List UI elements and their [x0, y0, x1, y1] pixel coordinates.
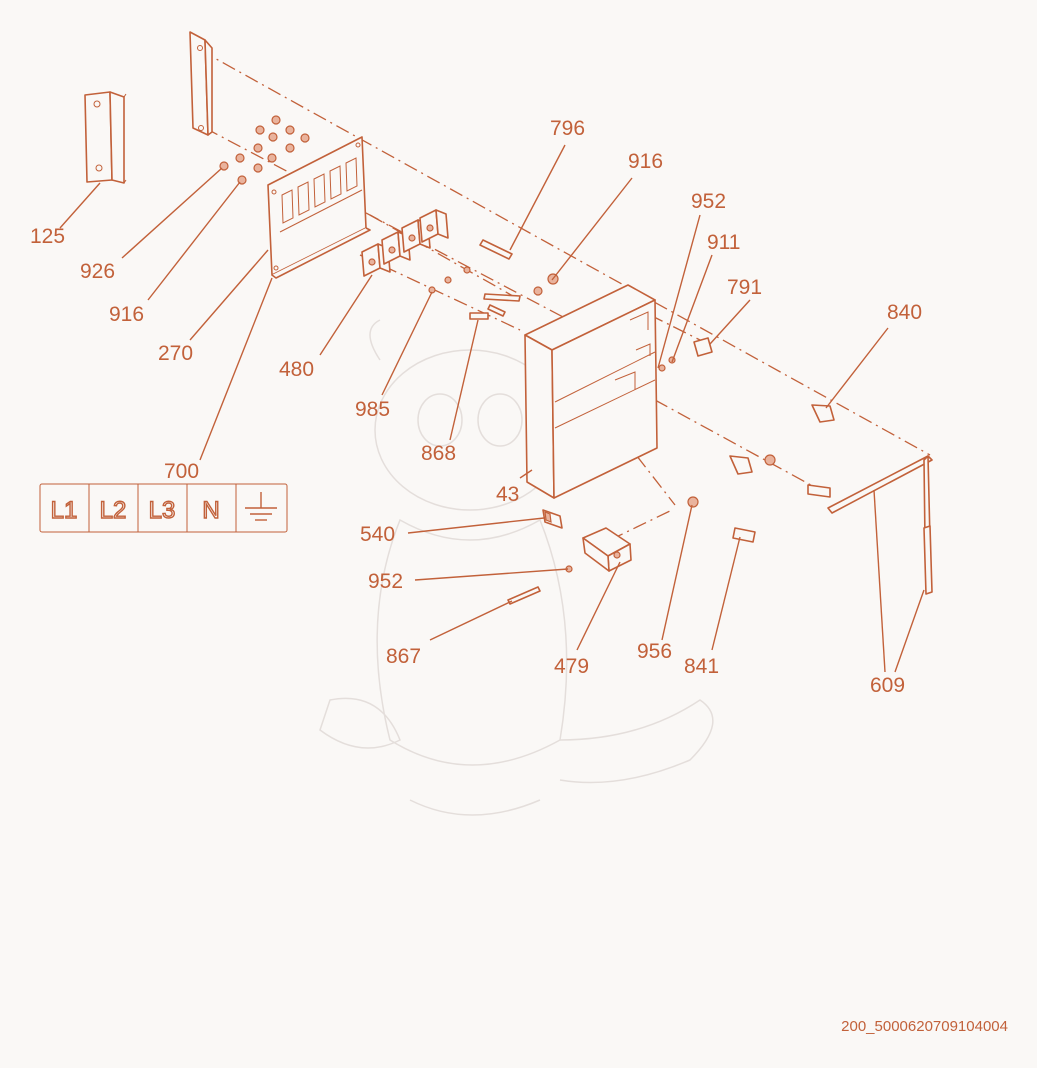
screw-867	[507, 586, 541, 605]
bracket-125	[84, 91, 127, 184]
label-791: 791	[727, 276, 762, 299]
terminal-label-l1: L1	[51, 497, 78, 524]
label-270: 270	[158, 342, 193, 365]
label-841: 841	[684, 655, 719, 678]
fasteners-middle	[428, 266, 559, 320]
terminal-blocks-480	[361, 209, 449, 277]
terminal-label-strip: L1 L2 L3 N	[39, 483, 288, 533]
label-952-bottom: 952	[368, 570, 403, 593]
label-796: 796	[550, 117, 585, 140]
label-867: 867	[386, 645, 421, 668]
leader-lines	[59, 144, 925, 673]
label-985: 985	[355, 398, 390, 421]
bolts-center-right	[687, 454, 831, 543]
label-700: 700	[164, 460, 199, 483]
connector-479	[565, 527, 632, 573]
part-number-labels: 125 926 916 270 480 985 868 700 796 916 …	[30, 117, 922, 697]
ground-symbol-icon	[245, 492, 277, 521]
label-43: 43	[496, 483, 519, 506]
label-609: 609	[870, 674, 905, 697]
cable-gland-540	[542, 509, 563, 529]
label-911: 911	[707, 231, 740, 254]
rail-609	[827, 455, 933, 595]
dragon-watermark-icon	[319, 319, 714, 816]
label-952-top: 952	[691, 190, 726, 213]
label-868: 868	[421, 442, 456, 465]
enclosure-43	[524, 284, 658, 499]
terminal-label-n: N	[202, 497, 219, 524]
rod-796	[479, 239, 513, 260]
label-540: 540	[360, 523, 395, 546]
label-916-left: 916	[109, 303, 144, 326]
label-840: 840	[887, 301, 922, 324]
label-125: 125	[30, 225, 65, 248]
document-id: 200_5000620709104004	[841, 1018, 1008, 1035]
fasteners-911-791-952	[658, 337, 713, 372]
terminal-plate-270	[267, 136, 371, 279]
label-479: 479	[554, 655, 589, 678]
terminal-label-l3: L3	[149, 497, 176, 524]
bolt-840	[811, 404, 835, 423]
label-926: 926	[80, 260, 115, 283]
label-956: 956	[637, 640, 672, 663]
terminal-label-l2: L2	[100, 497, 127, 524]
rail-bracket	[189, 31, 213, 136]
label-480: 480	[279, 358, 314, 381]
label-916-right: 916	[628, 150, 663, 173]
